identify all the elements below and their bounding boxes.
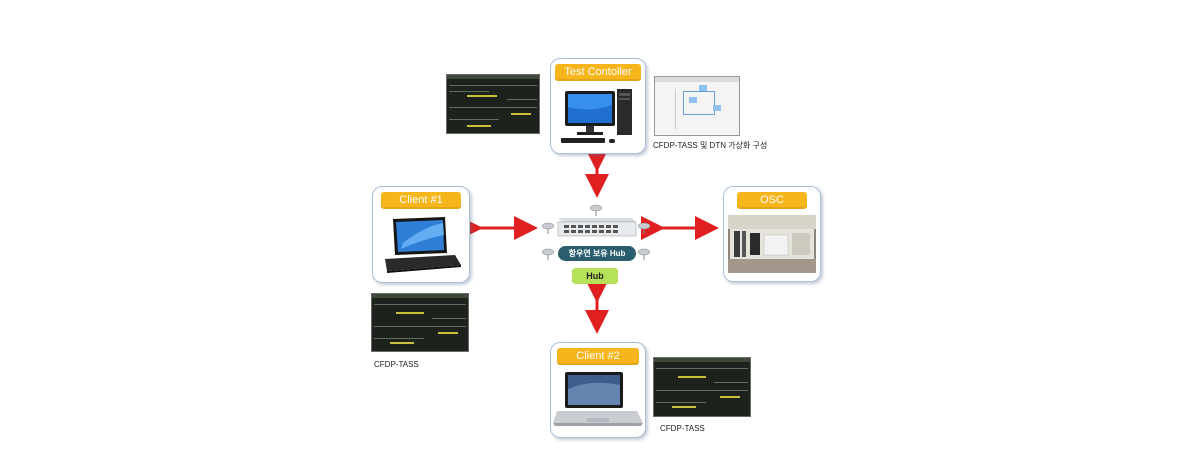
client1-screenshot [371, 293, 469, 352]
hub-label: Hub [572, 268, 618, 284]
network-switch-icon [541, 204, 651, 260]
laptop-icon [385, 217, 461, 273]
client2-caption: CFDP-TASS [660, 424, 705, 433]
client1-label: Client #1 [381, 192, 461, 209]
client1-caption: CFDP-TASS [374, 360, 419, 369]
network-node-icon [541, 204, 651, 256]
hub-device-label: 항우연 보유 Hub [558, 246, 636, 261]
test-controller-card: Test Contoller [550, 58, 646, 154]
client2-label: Client #2 [557, 348, 639, 365]
client1-card: Client #1 [372, 186, 470, 283]
client2-card: Client #2 [550, 342, 646, 438]
desktop-computer-icon [561, 89, 632, 143]
osc-card: OSC [723, 186, 821, 282]
test-controller-caption: CFDP-TASS 및 DTN 가상화 구성 [653, 141, 768, 150]
dtn-virtualization-screenshot [654, 76, 740, 136]
hub-group: 항우연 보유 Hub Hub [540, 200, 652, 290]
cfdp-tass-screenshot [446, 74, 540, 134]
osc-rack-icon [728, 215, 816, 273]
client2-screenshot [653, 357, 751, 417]
macbook-icon [553, 372, 643, 426]
test-controller-label: Test Contoller [555, 64, 641, 81]
osc-label: OSC [737, 192, 807, 209]
